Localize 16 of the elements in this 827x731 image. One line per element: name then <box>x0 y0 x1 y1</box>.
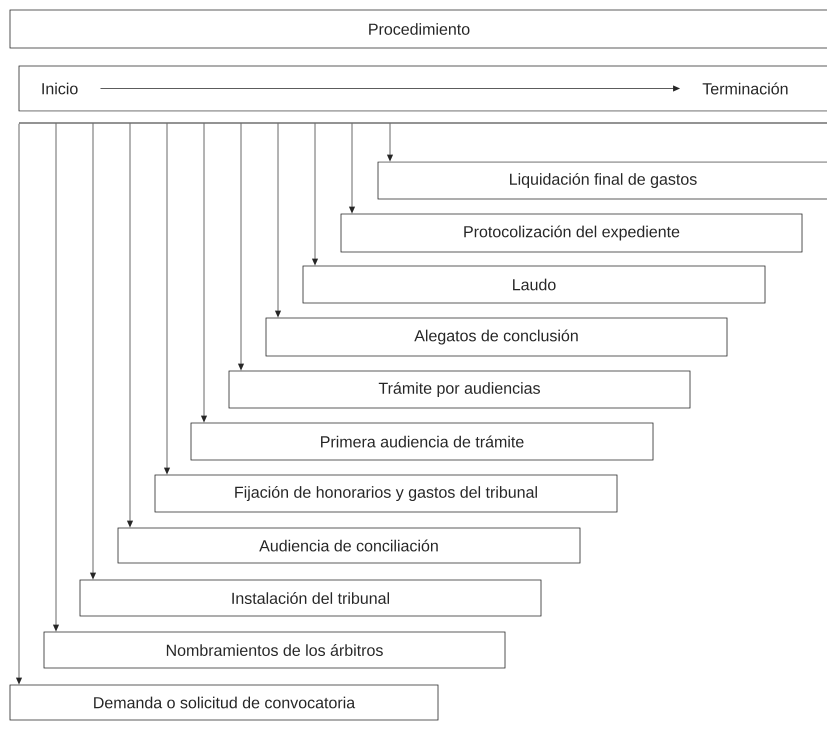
step-box: Protocolización del expediente <box>340 214 802 252</box>
label-text: Terminación <box>702 82 788 94</box>
title-box: Procedimiento <box>10 10 827 48</box>
step-box: Trámite por audiencias <box>228 370 690 408</box>
step-box: Instalación del tribunal <box>80 580 542 616</box>
step-box: Fijación de honorarios y gastos del tribunal <box>154 474 618 512</box>
step-box: Demanda o solicitud de convocatoria <box>10 684 438 720</box>
step-box: Alegatos de conclusión <box>266 318 728 356</box>
step-box: Audiencia de conciliación <box>118 528 580 564</box>
step-box: Nombramientos de los árbitros <box>44 632 506 668</box>
timeline-band <box>18 66 827 112</box>
label-text: Inicio <box>42 82 78 94</box>
step-box: Liquidación final de gastos <box>378 162 827 200</box>
step-box: Primera audiencia de trámite <box>190 422 654 460</box>
bracket-line <box>19 122 827 124</box>
step-box: Laudo <box>302 266 766 304</box>
